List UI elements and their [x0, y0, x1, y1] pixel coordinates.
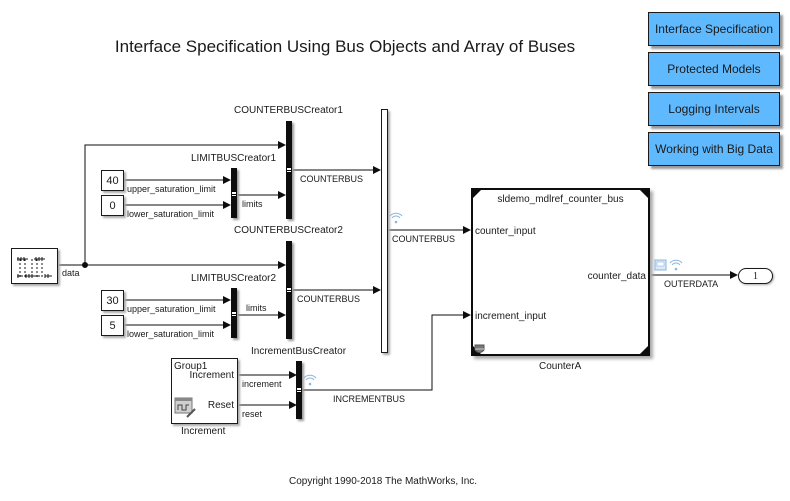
outport-block[interactable]: 1	[738, 268, 773, 284]
signal-label-lower-2: lower_saturation_limit	[127, 329, 215, 339]
limit-bus-creator-1[interactable]	[231, 168, 237, 218]
port-label-increment: Increment	[189, 370, 234, 381]
block-name-incrementbuscreator: IncrementBusCreator	[251, 346, 347, 357]
signal-line-data-branch[interactable]	[84, 141, 286, 265]
model-name: sldemo_mdlref_counter_bus	[497, 194, 624, 205]
signal-label-lower-1: lower_saturation_limit	[127, 209, 215, 219]
counter-bus-creator-2[interactable]	[286, 241, 292, 339]
port-label-counter-data: counter_data	[587, 271, 646, 282]
signal-label-data: data	[62, 268, 80, 278]
signal-label-counterbus-1: COUNTERBUS	[300, 174, 364, 184]
model-reference-block[interactable]: sldemo_mdlref_counter_bus counter_input …	[471, 188, 650, 356]
signal-label-reset: reset	[242, 409, 263, 419]
copyright-text: Copyright 1990-2018 The MathWorks, Inc.	[288, 476, 478, 487]
working-with-big-data-button[interactable]: Working with Big Data	[648, 132, 780, 166]
signal-label-limits-2: limits	[246, 303, 267, 313]
counter-bus-creator-1[interactable]	[286, 121, 292, 219]
block-name-limitbuscreator1: LIMITBUSCreator1	[191, 153, 277, 164]
wifi-icon	[669, 259, 683, 271]
signal-label-counterbus-2: COUNTERBUS	[297, 294, 361, 304]
wifi-icon	[303, 374, 317, 386]
signal-label-increment: increment	[242, 379, 282, 389]
block-name-increment: Increment	[181, 426, 226, 437]
signal-line-incrementbus[interactable]	[302, 311, 471, 391]
shield-icon	[474, 344, 485, 353]
port-label-reset: Reset	[207, 400, 234, 411]
signal-label-upper-2: upper_saturation_limit	[127, 304, 216, 314]
vector-concatenate-block[interactable]	[381, 109, 388, 353]
logging-intervals-button[interactable]: Logging Intervals	[648, 92, 780, 126]
port-label-counter-input: counter_input	[475, 226, 536, 237]
block-name-counterbuscreator1: COUNTERBUSCreator1	[234, 105, 343, 116]
limit-bus-creator-2[interactable]	[231, 288, 237, 338]
signal-builder-block[interactable]: Group1 Increment Reset	[171, 358, 238, 424]
port-label-increment-input: increment_input	[475, 311, 547, 322]
wifi-icon	[389, 212, 403, 224]
pulse-signal-icon	[17, 257, 52, 278]
block-name-limitbuscreator2: LIMITBUSCreator2	[191, 273, 277, 284]
increment-bus-creator[interactable]	[296, 361, 302, 419]
block-name-counterbuscreator2: COUNTERBUSCreator2	[234, 225, 343, 236]
constant-block[interactable]: 5	[101, 315, 124, 336]
interface-specification-button[interactable]: Interface Specification	[648, 12, 780, 46]
page-title: Interface Specification Using Bus Object…	[114, 37, 576, 56]
protected-models-button[interactable]: Protected Models	[648, 52, 780, 86]
data-source-block[interactable]	[11, 248, 58, 284]
constant-block[interactable]: 40	[101, 170, 124, 191]
constant-block[interactable]: 0	[101, 195, 124, 216]
signal-label-incrementbus: INCREMENTBUS	[333, 394, 406, 404]
group-label: Group1	[174, 361, 208, 372]
signal-label-outerdata: OUTERDATA	[664, 279, 719, 289]
signal-label-limits-1: limits	[242, 199, 263, 209]
signal-builder-icon	[174, 397, 196, 418]
signal-label-upper-1: upper_saturation_limit	[127, 184, 216, 194]
block-name-countera: CounterA	[539, 361, 582, 372]
constant-block[interactable]: 30	[101, 290, 124, 311]
signal-label-counterbus-out: COUNTERBUS	[392, 234, 456, 244]
